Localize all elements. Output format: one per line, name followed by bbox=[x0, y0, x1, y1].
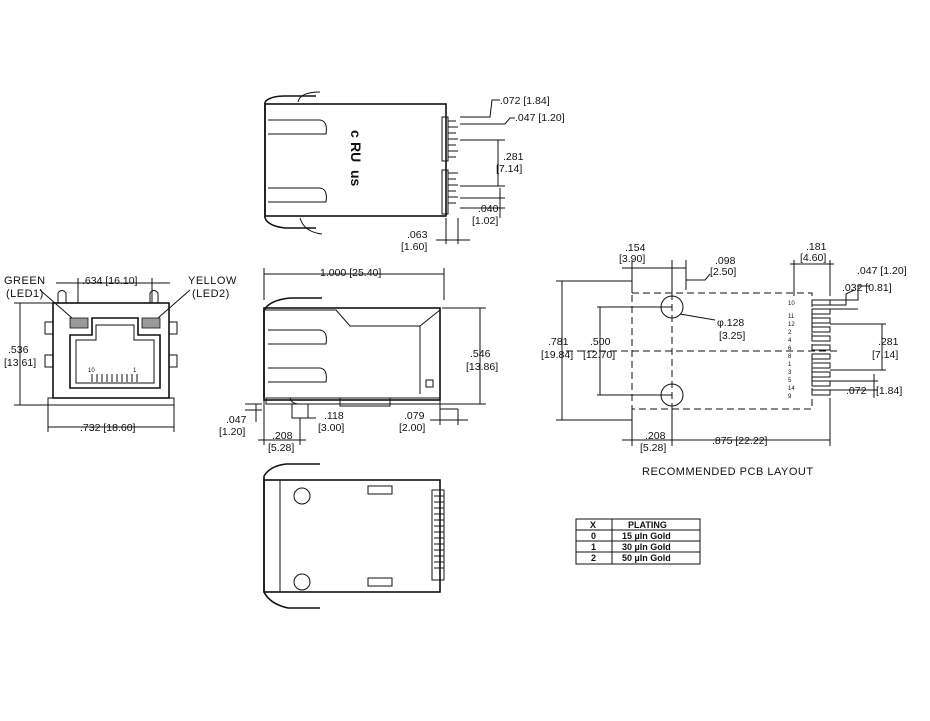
side-dim-208-in: .208 bbox=[272, 430, 293, 442]
front-dim-536-in: .536 bbox=[8, 344, 29, 356]
front-view: 10 1 GREEN (LED1) YELLOW (LED2) .634 [16… bbox=[4, 275, 237, 434]
table-cell: 15 µIn Gold bbox=[622, 531, 671, 541]
pcb-dim-072-in: .072 bbox=[846, 385, 867, 397]
table-header-plating: PLATING bbox=[628, 520, 667, 530]
side-dim-1000: 1.000 [25.40] bbox=[320, 267, 381, 279]
table-header-x: X bbox=[590, 520, 596, 530]
pad-label: 14 bbox=[788, 386, 795, 392]
side-dim-118-mm: [3.00] bbox=[318, 422, 344, 434]
side-dim-546-in: .546 bbox=[470, 348, 491, 360]
pcb-dim-281-mm: [7.14] bbox=[872, 349, 898, 361]
pcb-layout-title: RECOMMENDED PCB LAYOUT bbox=[642, 466, 814, 478]
yellow-led bbox=[141, 317, 161, 329]
table-cell: 0 bbox=[591, 531, 596, 541]
hole-dia-mm: [3.25] bbox=[719, 330, 745, 342]
front-dim-634: .634 [16.10] bbox=[82, 275, 138, 287]
pad-label: 10 bbox=[788, 301, 795, 307]
top-dim-040-in: .040 bbox=[478, 203, 499, 215]
hole-dia-in: φ.128 bbox=[717, 317, 744, 329]
pad-label: 11 bbox=[788, 314, 795, 320]
side-dim-546-mm: [13.86] bbox=[466, 361, 498, 373]
pcb-dim-500-mm: [12.70] bbox=[583, 349, 615, 361]
yellow-label: YELLOW bbox=[188, 275, 237, 287]
top-dim-063-mm: [1.60] bbox=[401, 241, 427, 253]
front-dim-536-mm: [13.61] bbox=[4, 357, 36, 369]
pad-label: 8 bbox=[788, 354, 792, 360]
pcb-dim-181-mm: [4.60] bbox=[800, 252, 826, 264]
top-dim-281-mm: [7.14] bbox=[496, 163, 522, 175]
pin-10-label: 10 bbox=[88, 368, 95, 374]
pcb-dim-875: .875 [22.22] bbox=[712, 435, 768, 447]
top-dim-040-mm: [1.02] bbox=[472, 215, 498, 227]
pcb-dim-154-in: .154 bbox=[625, 242, 646, 254]
pad-label: 6 bbox=[788, 346, 792, 352]
led2-label: (LED2) bbox=[192, 288, 230, 300]
pad-label: 3 bbox=[788, 370, 792, 376]
pcb-dim-098-in: .098 bbox=[715, 255, 736, 267]
svg-text:RU: RU bbox=[348, 142, 364, 162]
green-label: GREEN bbox=[4, 275, 46, 287]
side-view: 1.000 [25.40] .546 [13.86] .047 [1.20] .… bbox=[219, 267, 498, 454]
pad-label: 1 bbox=[788, 362, 792, 368]
side-dim-118-in: .118 bbox=[324, 410, 344, 422]
ul-certification-mark: c RU us bbox=[348, 130, 364, 187]
top-view: c RU us .072 [1.84] .047 [1.20] .281 [7.… bbox=[264, 91, 565, 253]
plating-table: X PLATING 0 15 µIn Gold 1 30 µIn Gold 2 … bbox=[575, 518, 701, 565]
top-dim-281-in: .281 bbox=[503, 151, 524, 163]
pcb-dim-500-in: .500 bbox=[590, 336, 611, 348]
pcb-dim-047: .047 [1.20] bbox=[857, 265, 907, 277]
table-cell: 30 µIn Gold bbox=[622, 542, 671, 552]
pcb-layout: 10 11 12 2 4 6 8 1 3 5 14 9 .154 [3.90] … bbox=[541, 241, 907, 478]
top-view-pins bbox=[448, 120, 458, 204]
side-dim-079-in: .079 bbox=[404, 410, 425, 422]
svg-text:us: us bbox=[348, 170, 364, 187]
pcb-dim-032: .032 [0.81] bbox=[842, 282, 892, 294]
pad-label: 2 bbox=[788, 330, 792, 336]
table-cell: 2 bbox=[591, 553, 596, 563]
side-dim-047-in: .047 bbox=[226, 414, 247, 426]
pin-1-label: 1 bbox=[133, 368, 137, 374]
svg-text:c: c bbox=[348, 130, 364, 138]
pcb-dim-781-in: .781 bbox=[548, 336, 569, 348]
pcb-pads bbox=[811, 299, 831, 396]
side-dim-047-mm: [1.20] bbox=[219, 426, 245, 438]
table-cell: 1 bbox=[591, 542, 596, 552]
front-dim-732: .732 [18.60] bbox=[80, 422, 136, 434]
bottom-view bbox=[263, 463, 445, 609]
pad-label: 12 bbox=[788, 322, 795, 328]
pcb-dim-208-mm: [5.28] bbox=[640, 442, 666, 454]
led1-label: (LED1) bbox=[6, 288, 44, 300]
front-contacts bbox=[91, 374, 138, 382]
pcb-dim-281-in: .281 bbox=[878, 336, 899, 348]
top-dim-063-in: .063 bbox=[407, 229, 428, 241]
pad-label: 9 bbox=[788, 394, 792, 400]
pad-label: 5 bbox=[788, 378, 792, 384]
pcb-dim-072-mm: [1.84] bbox=[876, 385, 902, 397]
pcb-dim-781-mm: [19.84] bbox=[541, 349, 573, 361]
side-dim-079-mm: [2.00] bbox=[399, 422, 425, 434]
table-cell: 50 µIn Gold bbox=[622, 553, 671, 563]
side-dim-208-mm: [5.28] bbox=[268, 442, 294, 454]
pcb-dim-154-mm: [3.90] bbox=[619, 253, 645, 265]
top-dim-047: .047 [1.20] bbox=[515, 112, 565, 124]
pcb-dim-181-in: .181 bbox=[806, 241, 827, 253]
pcb-dim-208-in: .208 bbox=[645, 430, 666, 442]
pad-label: 4 bbox=[788, 338, 792, 344]
top-dim-072: .072 [1.84] bbox=[500, 95, 550, 107]
pcb-dim-098-mm: [2.50] bbox=[710, 266, 736, 278]
bottom-view-pins bbox=[434, 495, 444, 569]
green-led bbox=[69, 317, 89, 329]
